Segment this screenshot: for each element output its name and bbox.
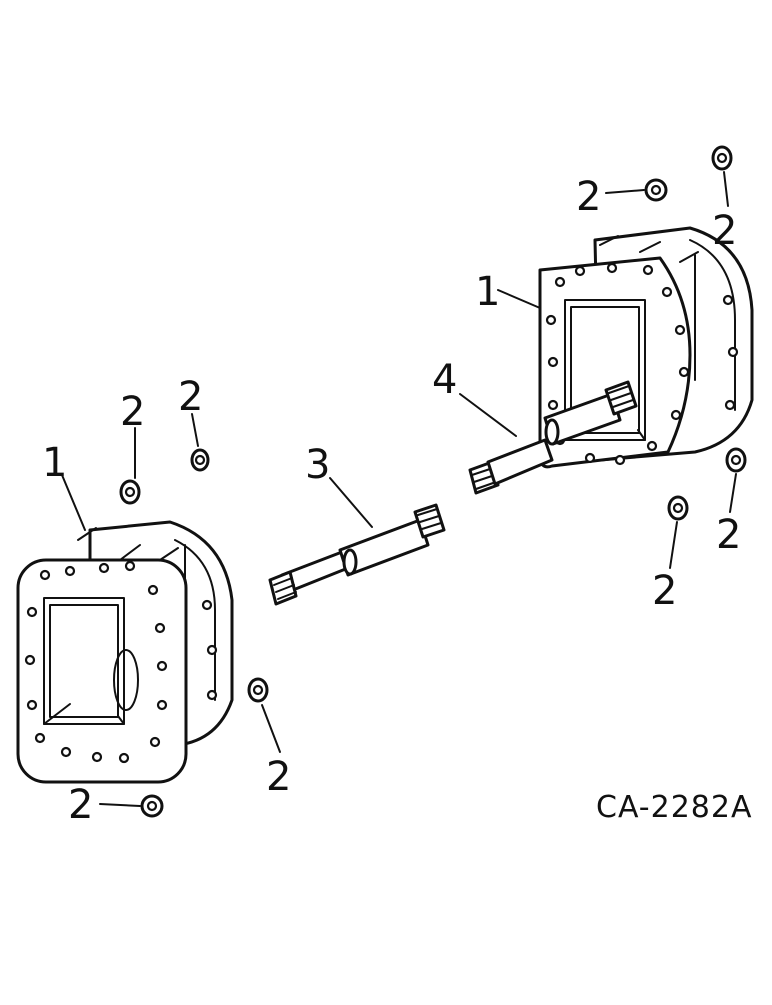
- callout-shaft-short: 3: [305, 442, 330, 488]
- callout-labels: 1 1 3 4 2 2 2 2 2 2 2 2: [42, 174, 741, 828]
- nut-c: [247, 677, 269, 703]
- shaft-short: [268, 503, 446, 606]
- callout-nut-b: 2: [178, 374, 203, 420]
- callout-nut-g: 2: [716, 512, 741, 558]
- callout-housing-left: 1: [42, 440, 67, 486]
- housing-right-bolt-holes: [545, 262, 739, 466]
- callout-nut-c: 2: [266, 754, 291, 800]
- drawing-code: CA-2282A: [596, 790, 753, 825]
- nut-e: [644, 178, 668, 202]
- nut-a: [119, 479, 141, 505]
- shaft-long: [468, 380, 638, 495]
- housing-right: [538, 226, 754, 469]
- callout-nut-d: 2: [68, 782, 93, 828]
- nut-h: [667, 495, 689, 521]
- nut-g: [725, 447, 747, 473]
- housing-left: [16, 520, 234, 784]
- callout-shaft-long: 4: [432, 357, 457, 403]
- callout-nut-f: 2: [712, 208, 737, 254]
- housing-left-bolt-holes: [24, 560, 218, 764]
- nut-d: [140, 794, 164, 818]
- nut-f: [711, 145, 733, 171]
- callout-housing-right: 1: [475, 269, 500, 315]
- callout-nut-h: 2: [652, 568, 677, 614]
- nut-b: [190, 448, 210, 472]
- leader-lines: [61, 171, 737, 807]
- callout-nut-a: 2: [120, 389, 145, 435]
- callout-nut-e: 2: [576, 174, 601, 220]
